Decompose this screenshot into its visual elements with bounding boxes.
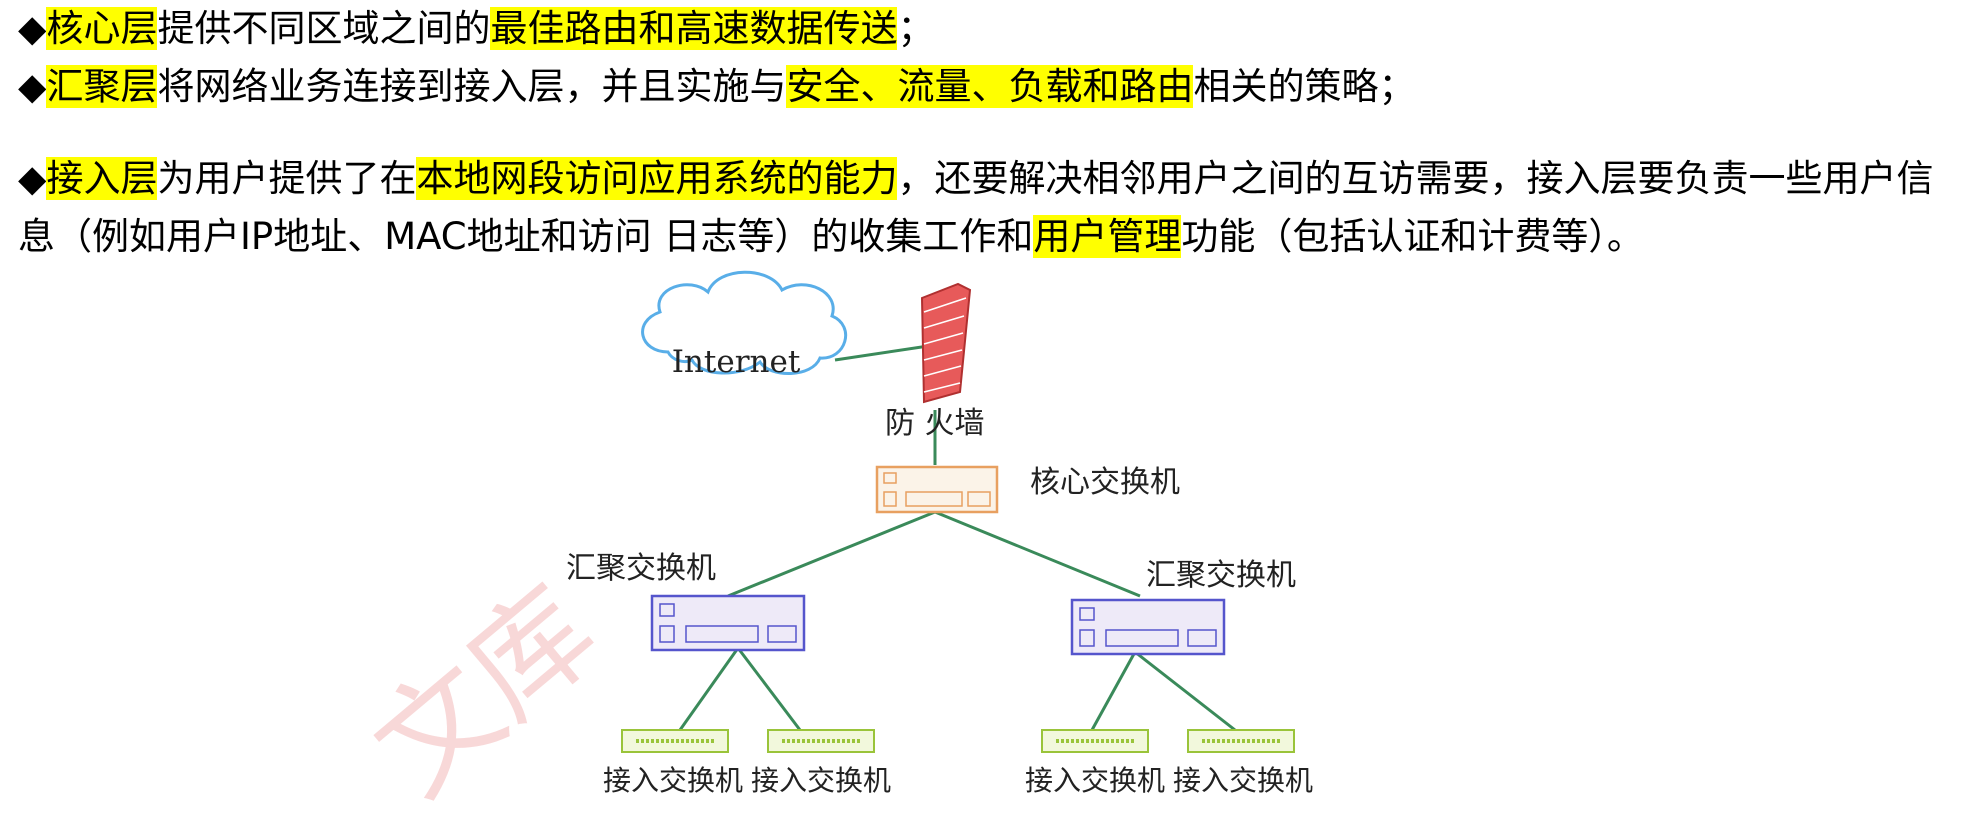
firewall-label: 防 火墙 [885,406,985,441]
highlight-term: 用户管理 [1033,215,1182,258]
access-switch-2-icon [767,729,875,753]
agg-right-access-3-link [1090,651,1137,731]
text-run: 相关的策略； [1193,65,1416,108]
core-switch-icon: 核心交换机 [875,465,1180,514]
paragraph-aggregation-layer: ◆汇聚层将网络业务连接到接入层，并且实施与安全、流量、负载和路由相关的策略； [18,58,1958,116]
agg-right-access-4-link [1134,650,1236,732]
firewall-icon: 防 火墙 [885,282,985,441]
aggregation-switch-left-label: 汇聚交换机 [566,551,716,586]
bullet: ◆ [18,157,47,200]
paragraph-access-layer: ◆接入层为用户提供了在本地网段访问应用系统的能力，还要解决相邻用户之间的互访需要… [18,150,1958,266]
access-switch-1-icon [621,729,729,753]
access-switch-3-icon [1041,729,1149,753]
agg-left-access-2-link [736,647,802,731]
aggregation-switch-right-label: 汇聚交换机 [1146,558,1296,593]
bullet: ◆ [18,65,47,108]
core-switch-label: 核心交换机 [1030,465,1180,500]
text-run: 为用户提供了在 [157,157,417,200]
internet-label: Internet [672,344,801,380]
access-switch-4-label: 接入交换机 [1173,764,1313,797]
access-switch-2-label: 接入交换机 [751,764,891,797]
highlight-term: 安全、流量、负载和路由 [786,65,1194,108]
internet-firewall-link [834,343,936,362]
highlight-term: 最佳路由和高速数据传送 [490,7,898,50]
internet-cloud-icon: Internet [641,270,848,380]
highlight-term: 接入层 [46,157,158,200]
text-run: ，还要解决相邻用户之间的互访需要，接入层要负责一些用户信息（例如用户IP地址、M… [18,157,1934,258]
connection-lines [678,343,1236,732]
text-run: 将网络业务连接到接入层，并且实施与 [157,65,787,108]
access-switch-1-label: 接入交换机 [603,764,743,797]
text-run: 提供不同区域之间的 [157,7,491,50]
access-switch-4-icon [1187,729,1295,753]
text-block: ◆核心层提供不同区域之间的最佳路由和高速数据传送； ◆汇聚层将网络业务连接到接入… [18,0,1958,266]
highlight-term: 核心层 [46,7,158,50]
aggregation-switch-left-icon: 汇聚交换机 [566,551,806,652]
agg-left-access-1-link [678,647,740,731]
highlight-term: 汇聚层 [46,65,158,108]
text-run: ； [897,7,935,50]
aggregation-switch-right-icon: 汇聚交换机 [1070,558,1296,656]
highlight-term: 本地网段访问应用系统的能力 [416,157,898,200]
core-agg-right-link [934,510,1141,598]
paragraph-core-layer: ◆核心层提供不同区域之间的最佳路由和高速数据传送； [18,0,1958,58]
text-run: 功能（包括认证和计费等）。 [1181,215,1644,258]
bullet: ◆ [18,7,47,50]
core-agg-left-link [727,510,936,598]
access-switch-3-label: 接入交换机 [1025,764,1165,797]
